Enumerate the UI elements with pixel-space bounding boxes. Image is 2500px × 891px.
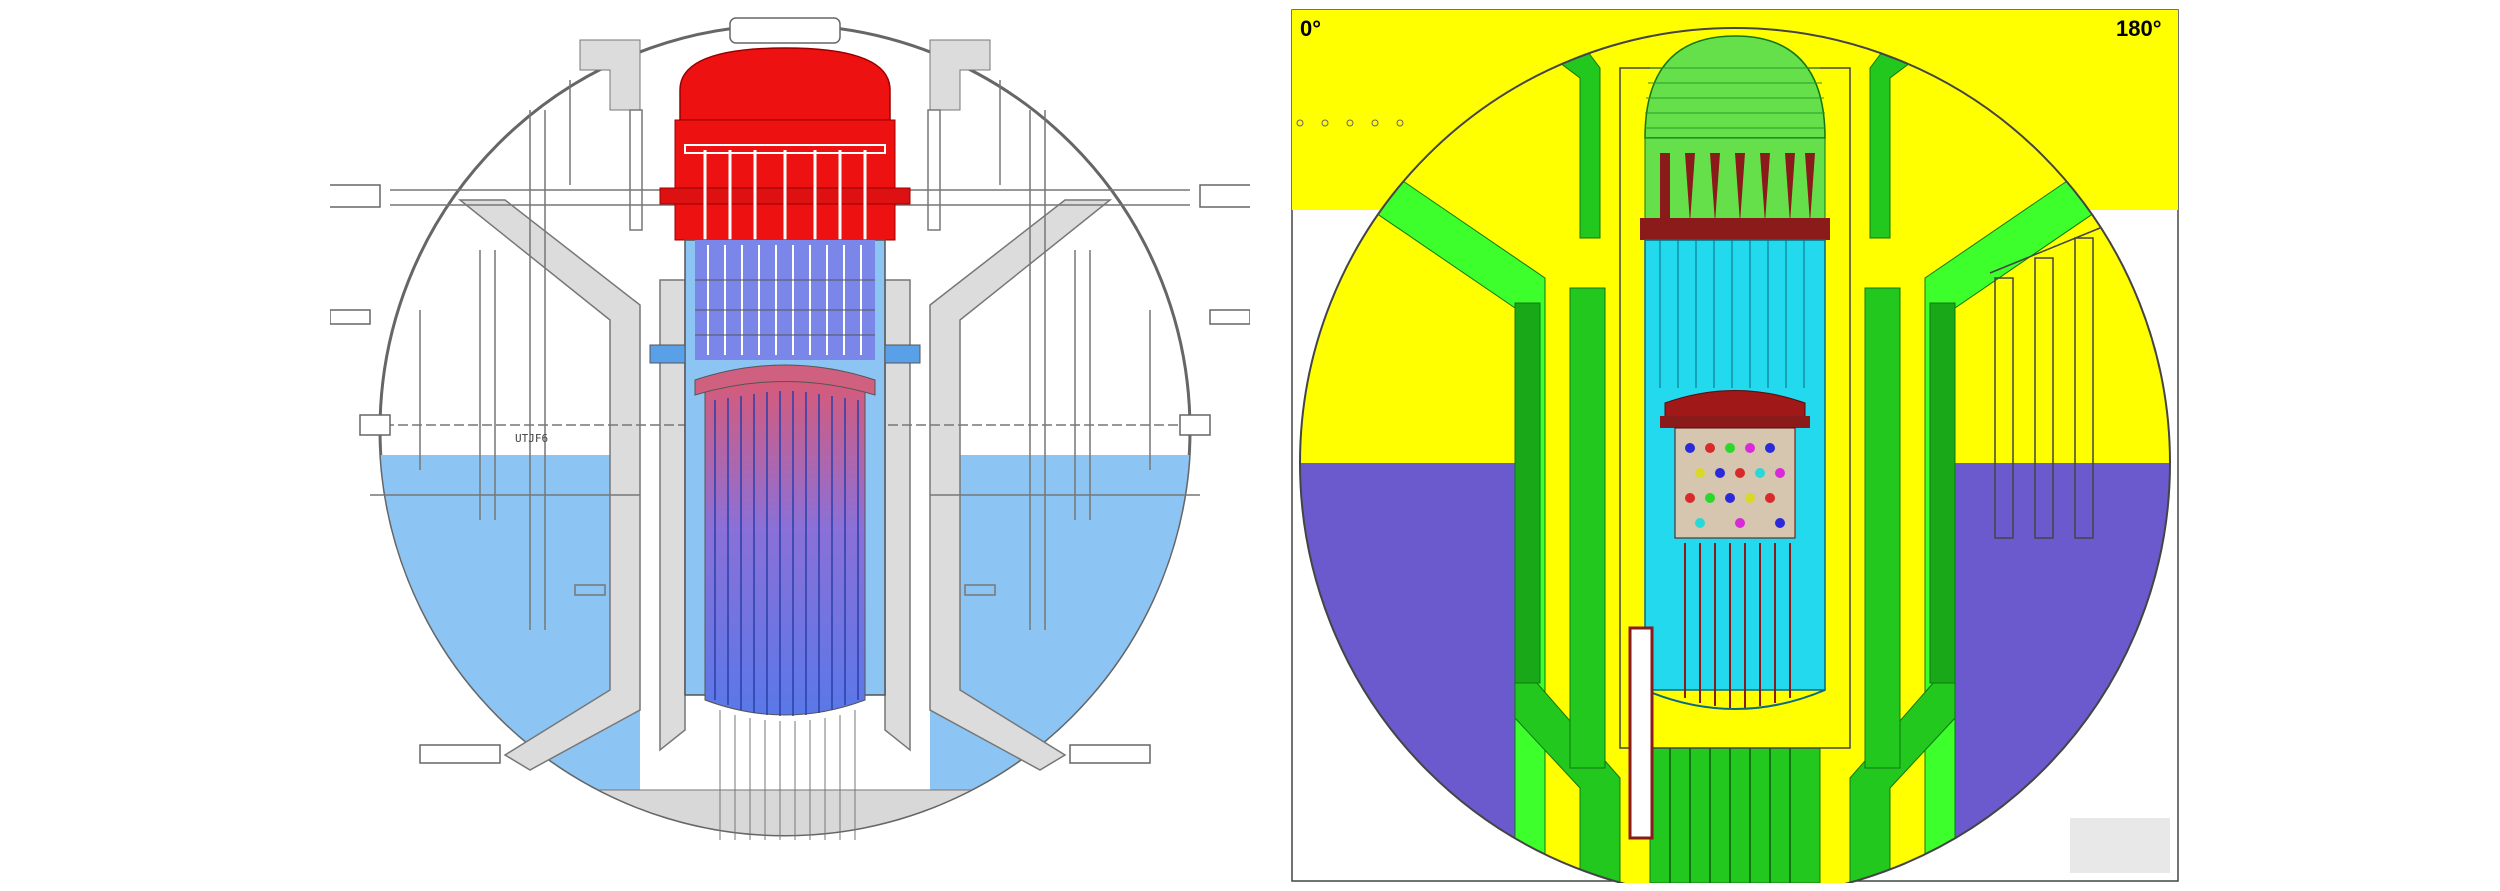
- model-boundary: [1299, 27, 2171, 883]
- upper-core-plate: [1640, 218, 1830, 240]
- lattice-cells: [1685, 443, 1785, 528]
- lower-fuel-rods: [1684, 543, 1791, 708]
- right-inner-column: [1864, 287, 1901, 769]
- dome-layers: [1645, 67, 1825, 129]
- reactor-core: [704, 377, 866, 716]
- lower-support-lines: [719, 710, 856, 840]
- guide-tube-region: [695, 240, 875, 360]
- side-nozzles: [330, 184, 1250, 764]
- upper-head-dome: [679, 47, 891, 121]
- core-cap: [1664, 390, 1806, 419]
- right-vessel-nozzle: [884, 344, 921, 364]
- guide-tubes: [707, 245, 862, 355]
- right-water-pool: [930, 455, 1190, 835]
- bottom-foundation: [380, 789, 1190, 835]
- core-upper-grid: [694, 364, 876, 396]
- sawtooth-elements: [1660, 153, 1815, 223]
- left-vessel-nozzle: [649, 344, 686, 364]
- engineering-drawing-panel: UTJF6: [330, 10, 1250, 840]
- left-side-slab: [1514, 302, 1541, 684]
- simulation-model-panel: 0° 180°: [1290, 8, 2180, 883]
- control-rod-drives: [703, 150, 867, 240]
- bottom-base: [1649, 737, 1821, 883]
- piping-lines: [370, 80, 1200, 630]
- angle-label-end: 180°: [2116, 16, 2162, 41]
- core-top-grid: [1660, 416, 1810, 428]
- right-side-slab: [1929, 302, 1956, 684]
- reference-dots: [1296, 119, 1404, 127]
- left-inner-column: [1569, 287, 1606, 769]
- right-upper-ledge: [929, 39, 991, 111]
- left-water-pool: [380, 455, 640, 835]
- lower-head: [1644, 689, 1826, 710]
- tie-plates: [695, 279, 875, 336]
- barrel-rods: [1659, 240, 1805, 388]
- top-cap: [729, 17, 841, 44]
- left-upper-ledge: [579, 39, 641, 111]
- gauge-label: UTJF6: [515, 432, 548, 445]
- right-lower-wall: [1849, 656, 1956, 883]
- fuel-rods: [714, 391, 859, 716]
- instrument-lance: [1628, 626, 1654, 840]
- left-inner-wall: [659, 279, 686, 752]
- core-lattice: [1674, 427, 1796, 539]
- right-pipe-stacks: [1989, 227, 2101, 539]
- right-concrete-wall: [929, 199, 1113, 771]
- drive-support-plate: [684, 144, 886, 154]
- gray-box: [2070, 818, 2170, 873]
- base-rods: [1669, 738, 1791, 883]
- right-inner-wall: [884, 279, 911, 752]
- angle-label-start: 0°: [1300, 16, 1321, 41]
- simulation-model: 0° 180°: [1291, 9, 2179, 883]
- left-lower-wall: [1514, 656, 1621, 883]
- engineering-drawing: UTJF6: [330, 17, 1250, 840]
- upper-plenum-model: [1644, 137, 1826, 229]
- left-concrete-wall: [457, 199, 641, 771]
